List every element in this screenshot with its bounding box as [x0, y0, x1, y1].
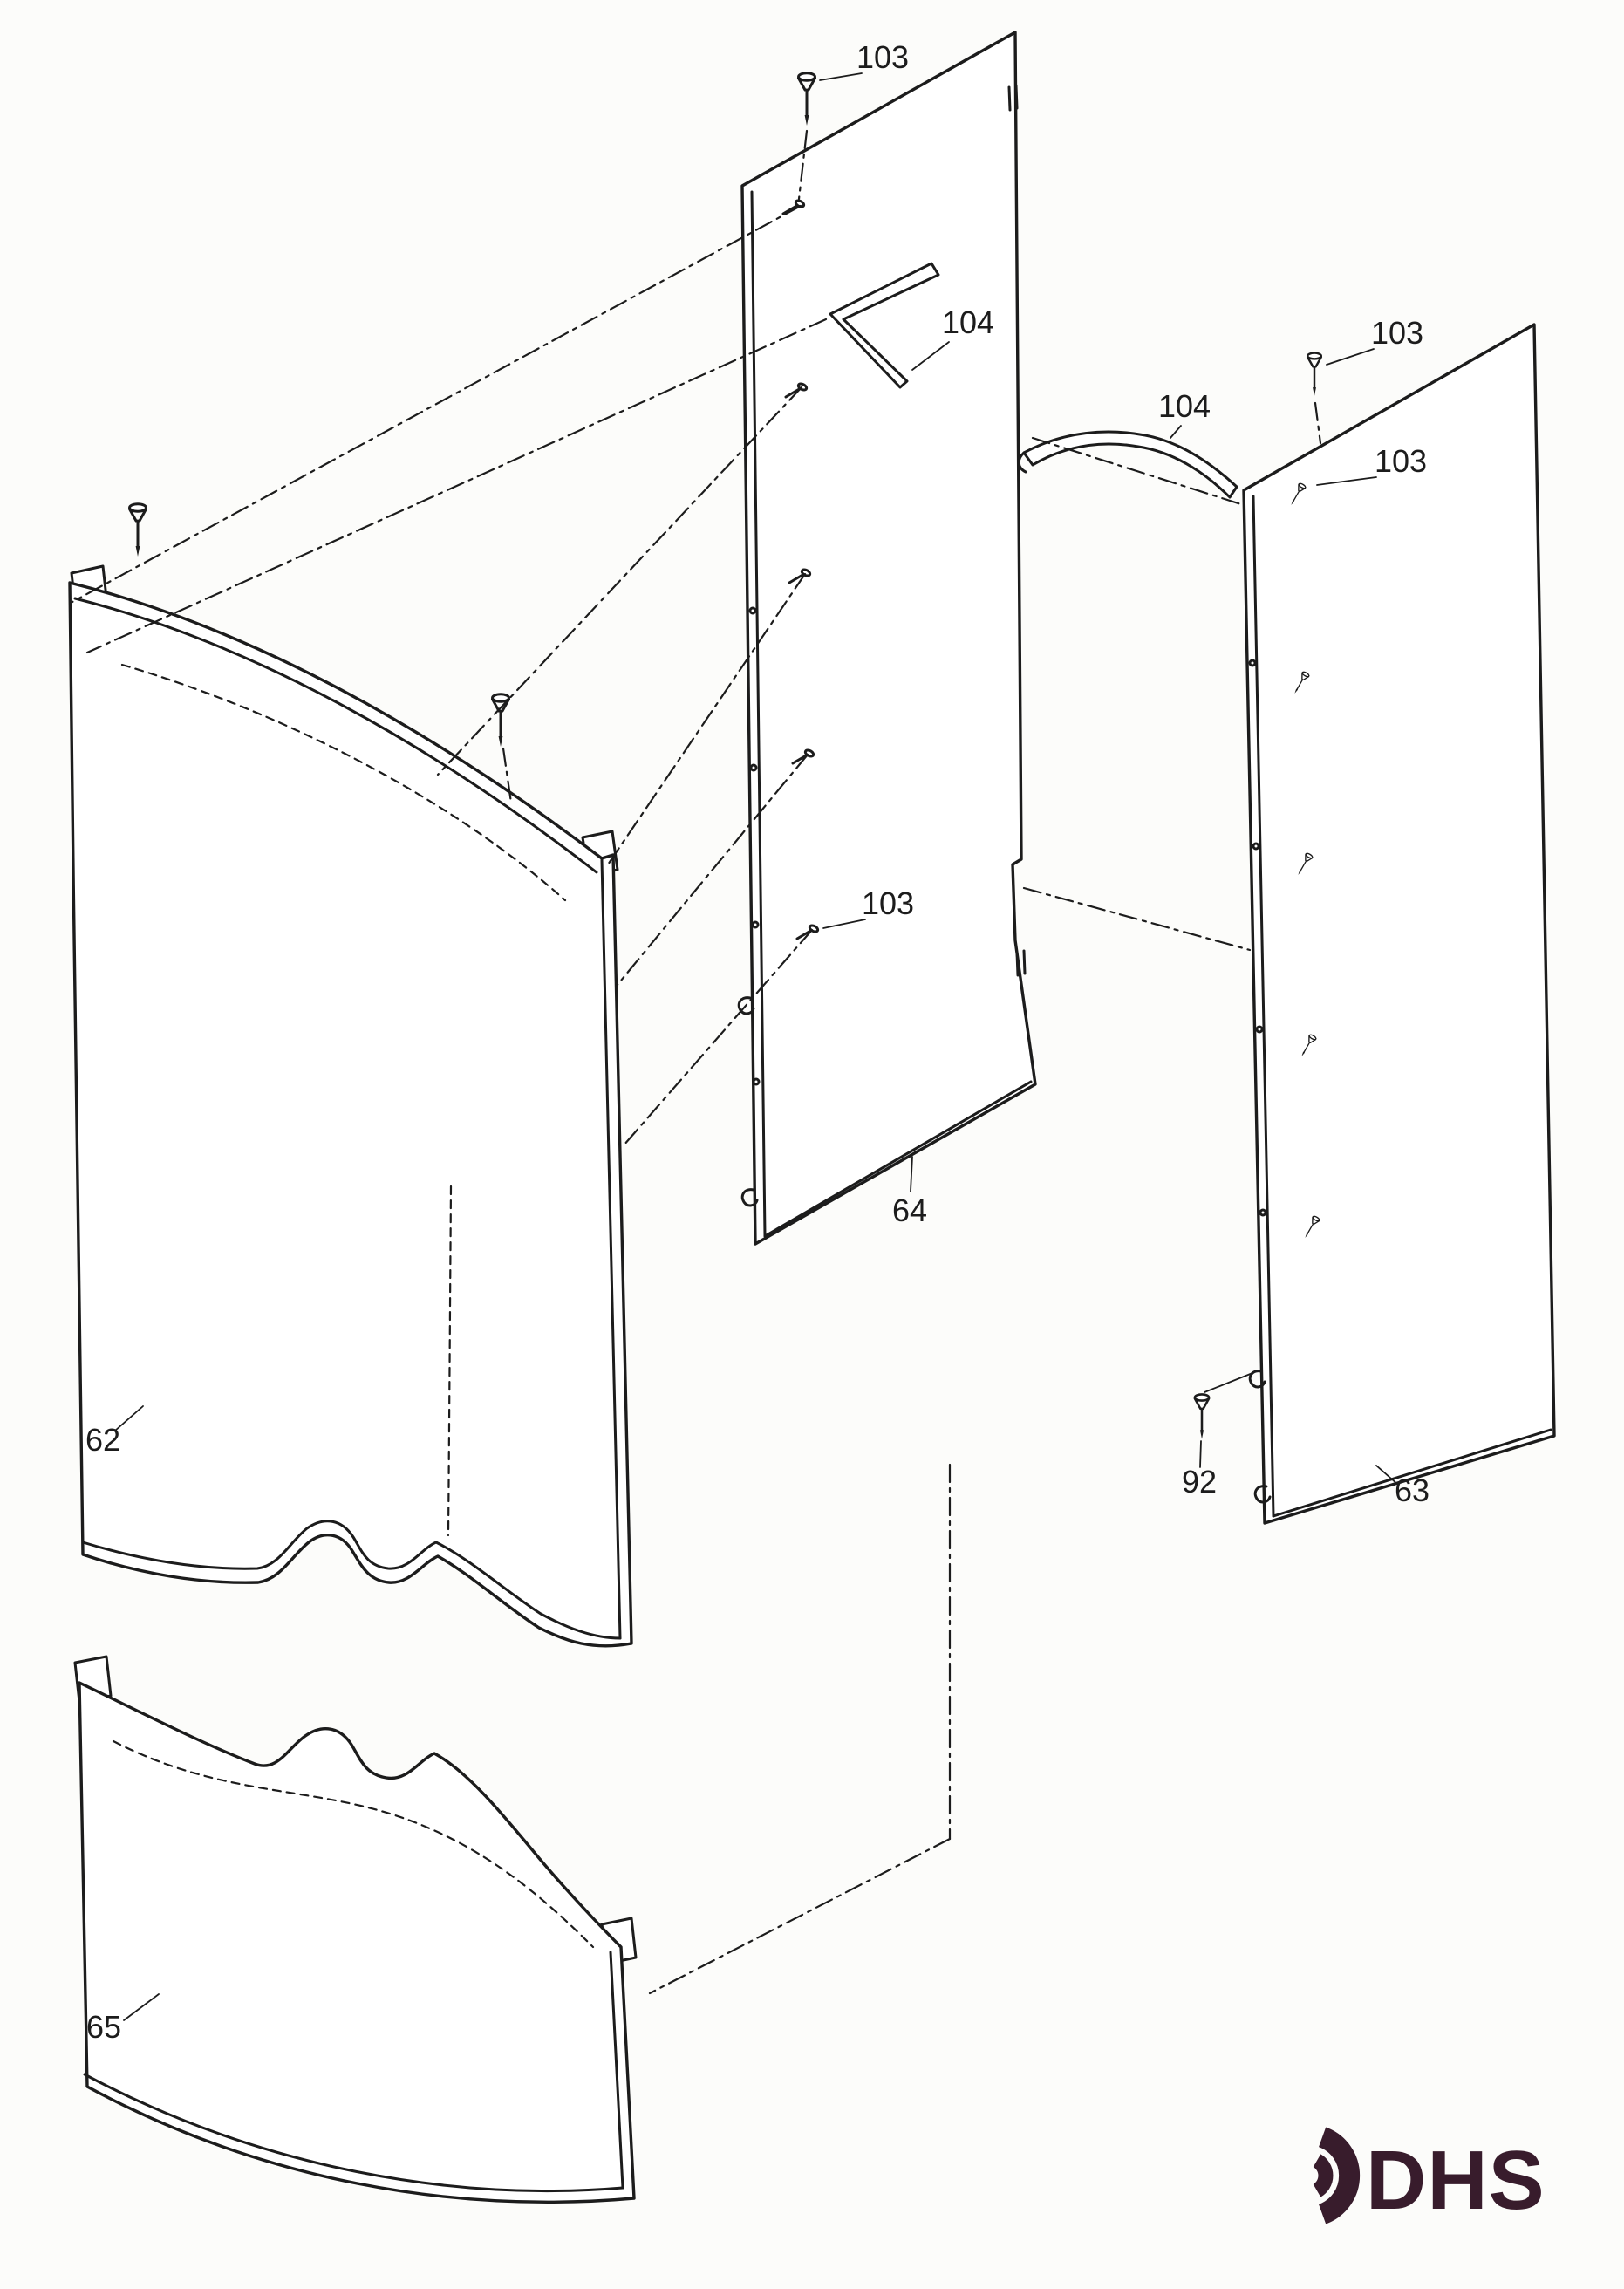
panel-63-left-edge-inner [1252, 495, 1275, 1518]
leader-63 [1375, 1465, 1399, 1486]
panel-63-bottom-edge-inner [1272, 1428, 1552, 1518]
panel-64-edge-hole [751, 920, 760, 929]
part-label-64: 64 [892, 1192, 927, 1228]
assembly-guide-lines [71, 204, 1252, 1995]
panel-62 [68, 564, 633, 1648]
screw-92-link-line [1204, 1372, 1253, 1393]
panel-65-right-edge-inner [609, 1951, 624, 2190]
part-label-92: 92 [1182, 1464, 1217, 1500]
screw-103-top-guide [797, 129, 809, 201]
screw-103-top [797, 72, 816, 127]
panel-62-outline [68, 581, 633, 1648]
guide-line [622, 928, 814, 1147]
bracket-104-right-body [1022, 430, 1238, 499]
leader-92 [1199, 1440, 1202, 1468]
bracket-104-right [1017, 430, 1238, 499]
panel-62-recess-line-dashed [447, 1185, 453, 1537]
part-label-104-right: 104 [1158, 388, 1211, 424]
panel-64-left-edge-inner [750, 190, 767, 1238]
bracket-104-left-body [829, 262, 940, 389]
part-label-65: 65 [86, 2009, 121, 2045]
panel-64-edge-hole [749, 763, 758, 772]
guide-line [615, 753, 809, 987]
screw-103-middle [491, 693, 510, 748]
leader-64 [910, 1156, 913, 1192]
part-label-62: 62 [85, 1422, 120, 1458]
guide-line [648, 1837, 952, 1995]
screw-103-left [128, 502, 147, 558]
panel-64-edge-hole [748, 606, 757, 615]
bracket-104-left [829, 262, 940, 389]
screw-103-right-guide [1314, 401, 1322, 445]
panel-65 [73, 1655, 638, 2204]
leader-103-mid [822, 919, 866, 929]
screws [128, 72, 1323, 1440]
guide-line [71, 204, 802, 604]
part-label-104-left: 104 [942, 304, 994, 340]
part-label-103-mid: 103 [862, 885, 914, 921]
panel-63-edge-hole [1255, 1025, 1264, 1034]
leader-104-right [1170, 425, 1182, 439]
dhs-logo: DHS [1313, 2127, 1546, 2227]
panel-62-top-edge-inner [73, 597, 598, 874]
panel-63-outline [1242, 323, 1556, 1525]
panel-64 [737, 31, 1037, 1246]
leader-65 [123, 1993, 160, 2021]
panel-62-right-edge-inner [600, 858, 622, 1640]
guide-line [604, 572, 807, 869]
dhs-logo-mark-inner-arc [1313, 2154, 1334, 2197]
panel-63-edge-hole [1248, 659, 1257, 667]
dhs-logo-mark-outer-arc [1318, 2127, 1361, 2224]
part-label-103-top: 103 [856, 39, 909, 75]
screw-103-right [1306, 352, 1323, 398]
dhs-logo-text: DHS [1366, 2134, 1546, 2227]
leader-103-top [819, 72, 863, 81]
part-label-103-right-lower: 103 [1375, 443, 1427, 479]
panel-62-bottom-edge-inner [81, 1520, 622, 1640]
panel-64-outline [740, 31, 1037, 1246]
leader-103-right-upper [1326, 348, 1375, 366]
guide-line [1022, 886, 1252, 952]
bracket-104-right-end-hook [1017, 451, 1027, 474]
panel-62-fold-line-dashed [120, 663, 567, 902]
part-label-103-right-upper: 103 [1371, 315, 1423, 351]
leader-104-left [911, 341, 950, 371]
leader-103-right-lower [1316, 476, 1377, 486]
panel-63-edge-hole [1252, 842, 1260, 851]
leader-62 [114, 1405, 144, 1431]
guide-line [85, 318, 828, 654]
guide-line [1031, 436, 1245, 507]
screw-103-middle-guide [502, 747, 513, 804]
panel-65-outline [78, 1681, 636, 2204]
panel-64-bottom-edge-inner [763, 1080, 1033, 1238]
panel-63 [1242, 323, 1556, 1525]
part-label-63: 63 [1395, 1472, 1430, 1508]
callout-labels: 103 104 104 103 103 103 64 62 92 63 65 [85, 39, 1430, 2045]
screw-92 [1193, 1393, 1211, 1440]
panel-63-edge-hole [1259, 1208, 1267, 1217]
panel-65-bottom-edge-inner [83, 2073, 624, 2192]
panel-64-edge-hole [752, 1077, 761, 1086]
